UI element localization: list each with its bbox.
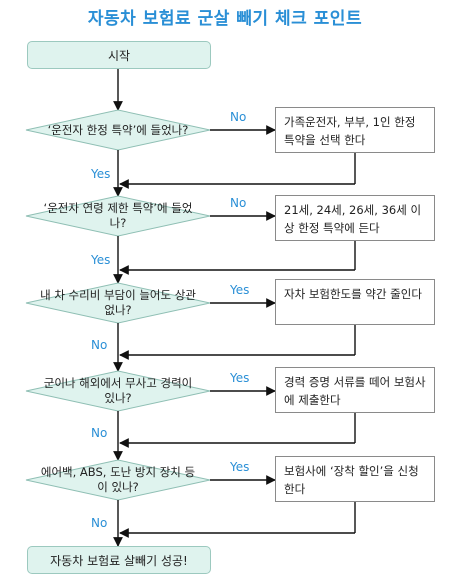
branch-label-2: No	[230, 196, 247, 210]
action-box-5: 보험사에 ‘장착 할인’을 신청한다	[275, 456, 435, 502]
action-box-2: 21세, 24세, 26세, 36세 이상 한정 특약에 든다	[275, 195, 435, 241]
continue-label-5: No	[91, 516, 108, 530]
continue-label-1: Yes	[91, 167, 111, 181]
branch-label-3: Yes	[230, 283, 250, 297]
start-node: 시작	[27, 41, 211, 69]
continue-label-4: No	[91, 426, 108, 440]
action-box-1: 가족운전자, 부부, 1인 한정 특약을 선택 한다	[275, 107, 435, 153]
continue-label-2: Yes	[91, 253, 111, 267]
branch-label-4: Yes	[230, 371, 250, 385]
chart-title: 자동차 보험료 군살 빼기 체크 포인트	[87, 9, 363, 29]
decision-text-2: ‘운전자 연령 제한 특약’에 들었나?	[43, 201, 193, 230]
branch-label-5: Yes	[230, 460, 250, 474]
continue-label-3: No	[91, 338, 108, 352]
action-box-4: 경력 증명 서류를 떼어 보험사에 제출한다	[275, 367, 435, 413]
end-node: 자동차 보험료 살빼기 성공!	[27, 546, 211, 574]
decision-text-1: ‘운전자 한정 특약’에 들었나?	[47, 122, 189, 137]
decision-text-3: 내 차 수리비 부담이 늘어도 상관없나?	[40, 288, 196, 317]
action-box-3: 자차 보험한도를 약간 줄인다	[275, 279, 435, 325]
decision-text-4: 군이나 해외에서 무사고 경력이 있나?	[43, 376, 193, 405]
decision-text-5: 에어백, ABS, 도난 방지 장치 등이 있나?	[40, 465, 196, 494]
branch-label-1: No	[230, 110, 247, 124]
